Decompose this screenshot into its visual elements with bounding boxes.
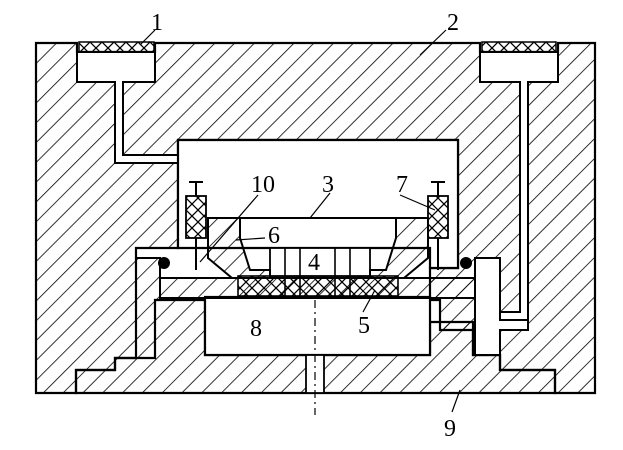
right-gas-channel [474, 257, 529, 356]
heater-right [427, 195, 449, 239]
seal-pad-right [481, 41, 557, 53]
o-ring-right [460, 257, 472, 269]
left-frame-wedge [207, 217, 271, 279]
callout-7: 7 [396, 172, 408, 198]
left-lower-wall [135, 257, 161, 359]
terminal-left [189, 181, 203, 270]
callout-9: 9 [444, 416, 456, 442]
callout-8: 8 [250, 316, 262, 342]
callout-5: 5 [358, 313, 370, 339]
upper-chamber [176, 138, 460, 270]
leader-lines [139, 29, 461, 413]
callout-1: 1 [151, 10, 163, 36]
callout-6: 6 [268, 223, 280, 249]
terminal-right [431, 181, 445, 270]
right-frame-wedge [369, 217, 429, 279]
o-ring-left [158, 257, 170, 269]
callout-3: 3 [322, 172, 334, 198]
callout-2: 2 [447, 10, 459, 36]
callout-10: 10 [251, 172, 275, 198]
lower-chamber [203, 295, 432, 357]
heater-left [185, 195, 207, 239]
component-stack [269, 247, 371, 296]
callout-4: 4 [308, 250, 320, 276]
seal-pad-left [78, 41, 155, 53]
